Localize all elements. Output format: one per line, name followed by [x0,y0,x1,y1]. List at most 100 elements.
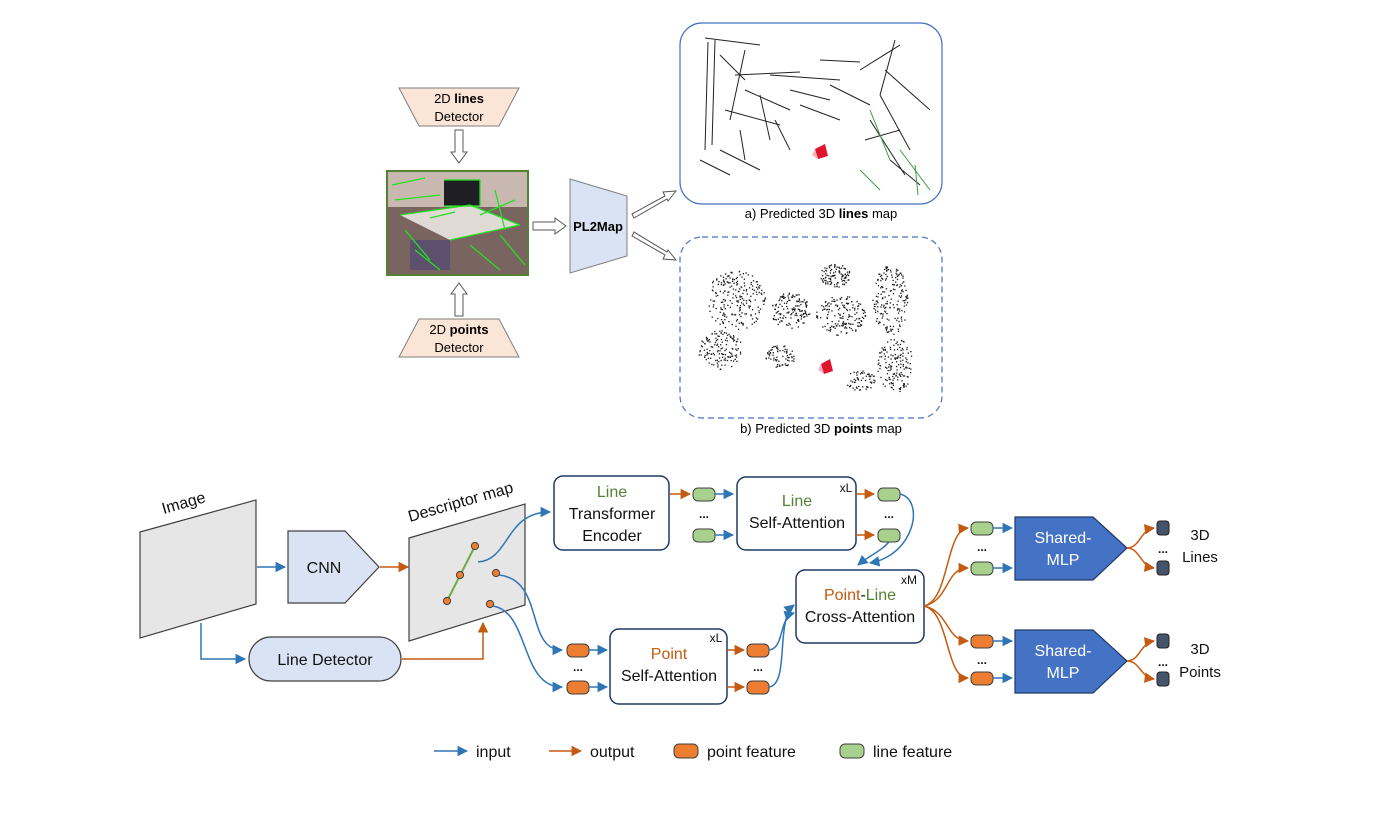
map-point [786,364,788,366]
map-point [816,316,818,318]
point-output-token [1156,633,1170,649]
map-point [899,366,902,369]
map-point [802,322,804,324]
map-point [727,356,729,358]
point-self-attention-block: Point Self-Attention xL [609,628,728,705]
line-output-token [1156,560,1170,576]
map-point [780,313,782,315]
map-point [879,351,881,354]
map-point [883,272,885,274]
map-point [902,349,904,351]
map-point [739,298,741,301]
map-point [831,321,833,323]
map-point [782,355,784,358]
map-point [824,325,826,328]
map-point [835,268,837,270]
lines-map-caption: a) Predicted 3D lines map [745,206,897,221]
map-point [715,340,718,342]
map-point [886,326,888,328]
map-point [722,279,725,281]
map-point [730,336,732,338]
map-point [796,305,798,307]
map-point [714,344,716,346]
map-point [776,365,779,368]
map-point [843,304,845,307]
map-point [899,388,901,391]
map-point [750,315,752,317]
map-point [739,306,742,309]
map-point [788,311,790,313]
map-point [729,356,731,358]
map-point [744,285,746,287]
map-point [902,363,904,366]
map-point [829,327,831,329]
map-point [858,389,861,391]
map-point [820,317,822,319]
map-point [890,290,892,292]
map-point [886,318,888,320]
map-point [704,343,706,345]
map-point [791,296,794,298]
map-point [785,364,787,367]
map-point [721,352,723,355]
line-to-cross-arrow [857,541,890,566]
map-point [875,303,877,305]
map-point [890,329,892,331]
map-point [763,300,765,302]
map-point [845,323,847,326]
map-point [721,356,724,358]
map-point [881,317,883,319]
map-point [855,318,858,320]
map-point [840,267,843,269]
points-detector-label-2: Detector [434,340,484,355]
map-point [722,333,724,335]
map-point [881,304,883,306]
map-point [754,313,757,315]
line-detector-label: Line Detector [277,652,373,669]
map-point [862,386,864,388]
map-point [822,306,825,308]
map-point [902,375,905,377]
point-self-attention-line2: Self-Attention [621,668,717,685]
map-point [743,278,745,280]
map-point [859,325,861,327]
map-point [866,386,868,388]
map-point [883,324,885,326]
map-point [898,364,900,366]
map-point [724,299,726,301]
map-point [852,304,854,306]
map-point [892,379,894,381]
map-point [892,388,895,391]
map-point [789,353,791,356]
map-point [895,270,898,272]
map-point [733,336,735,338]
map-point [708,362,710,364]
map-point [718,353,720,355]
map-point [899,343,902,346]
map-point [751,275,754,277]
map-point [720,301,723,303]
map-point [729,277,731,279]
map-point [886,266,888,268]
map-point [846,308,848,310]
map-point [858,318,860,320]
map-point [784,345,786,347]
map-point [722,298,725,301]
points-map-caption: b) Predicted 3D points map [740,421,902,436]
ellipsis: ... [753,660,763,674]
map-point [889,378,891,381]
map-point [875,309,877,311]
map-point [884,358,886,360]
map-point [899,388,901,390]
map-point [837,309,840,311]
map-point [722,322,724,325]
pl2map-block: PL2Map [569,178,628,274]
map-point [781,300,783,302]
map-point [901,274,903,276]
map-point [843,321,845,323]
map-point [879,321,881,324]
map-point [895,375,897,377]
map-point [874,305,876,308]
map-point [907,297,909,299]
map-point [888,319,890,321]
